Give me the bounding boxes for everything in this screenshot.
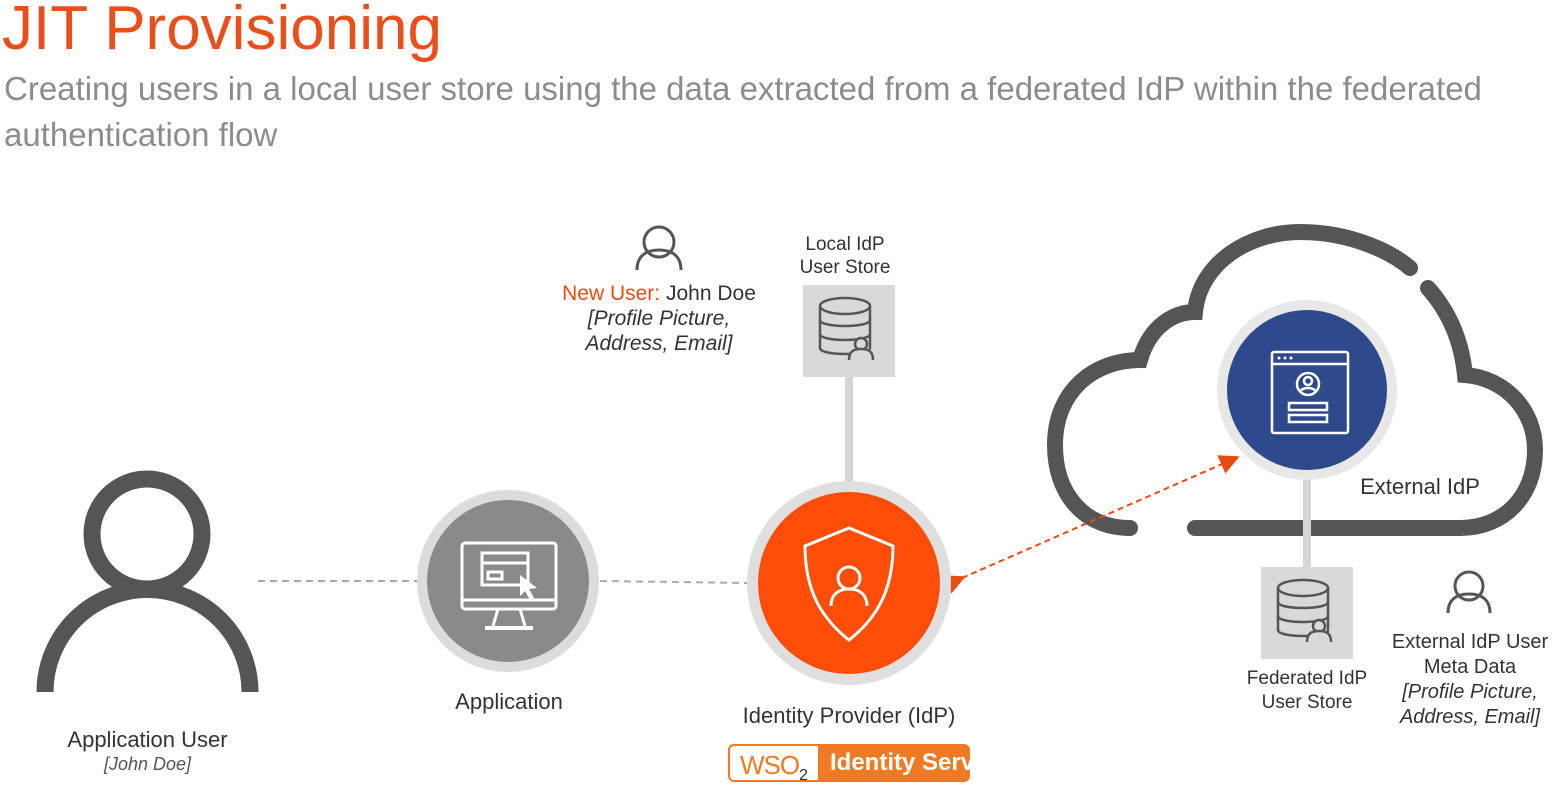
external-meta-label-line2: Meta Data: [1423, 656, 1517, 678]
database-icon: [818, 296, 872, 356]
new-user-prefix: New User:: [562, 282, 661, 305]
wso2-brand: WSO: [740, 750, 800, 780]
monitor-icon: [460, 541, 558, 630]
new-user-detail-line1: [Profile Picture,: [587, 307, 731, 330]
local-store-label-line2: User Store: [799, 257, 891, 278]
new-user-label: New User: John Doe [Profile Picture, Add…: [545, 281, 773, 356]
wso2-product-box: Identity Server: [818, 744, 997, 782]
external-meta-detail-line2: Address, Email]: [1399, 706, 1541, 728]
external-user-icon: [1446, 570, 1492, 614]
external-meta-label-line1: External IdP User: [1391, 631, 1549, 653]
store-user-icon: [847, 336, 875, 361]
app-user-sublabel: [John Doe]: [103, 754, 192, 774]
federated-store-label: Federated IdP User Store: [1232, 667, 1382, 715]
app-user-name: Application User: [67, 727, 228, 752]
local-store-label: Local IdP User Store: [775, 233, 915, 279]
federated-store-label-line2: User Store: [1261, 692, 1353, 713]
idp-label: Identity Provider (IdP): [742, 703, 956, 728]
cursor-icon: [520, 575, 537, 600]
application-node: [417, 490, 599, 672]
wso2-product-name: Identity Server: [830, 749, 997, 776]
external-idp-label: External IdP: [1360, 474, 1480, 499]
application-label: Application: [455, 689, 563, 714]
app-to-idp-connector: [599, 580, 749, 584]
federated-database-icon: [1276, 578, 1330, 638]
wso2-logo: WSO2: [728, 744, 820, 785]
external-idp-node: [1217, 300, 1397, 480]
new-user-detail-line2: Address, Email]: [585, 332, 733, 355]
idp-node: [747, 481, 951, 685]
new-user-icon: [635, 225, 683, 271]
wso2-badge: WSO2 Identity Server: [728, 744, 997, 785]
federated-store-label-line1: Federated IdP: [1246, 668, 1368, 689]
external-meta-detail-line1: [Profile Picture,: [1402, 681, 1538, 703]
external-meta-label: External IdP User Meta Data [Profile Pic…: [1382, 630, 1558, 730]
shield-icon: [803, 526, 895, 642]
wso2-brand-sub: 2: [799, 767, 808, 785]
local-store-label-line1: Local IdP: [805, 234, 885, 255]
profile-card-icon: [1270, 350, 1350, 435]
local-store-box: [803, 285, 895, 377]
application-user-icon: [36, 470, 259, 693]
federated-store-user-icon: [1305, 618, 1333, 643]
cloud-outline-right: [1187, 280, 1544, 536]
page-subtitle: Creating users in a local user store usi…: [4, 70, 1482, 153]
federated-store-box: [1261, 567, 1353, 659]
page-title: JIT Provisioning: [2, 0, 442, 63]
application-user-label: Application User [John Doe]: [40, 727, 255, 777]
idp-user-icon: [829, 565, 869, 607]
new-user-name: John Doe: [660, 282, 756, 305]
